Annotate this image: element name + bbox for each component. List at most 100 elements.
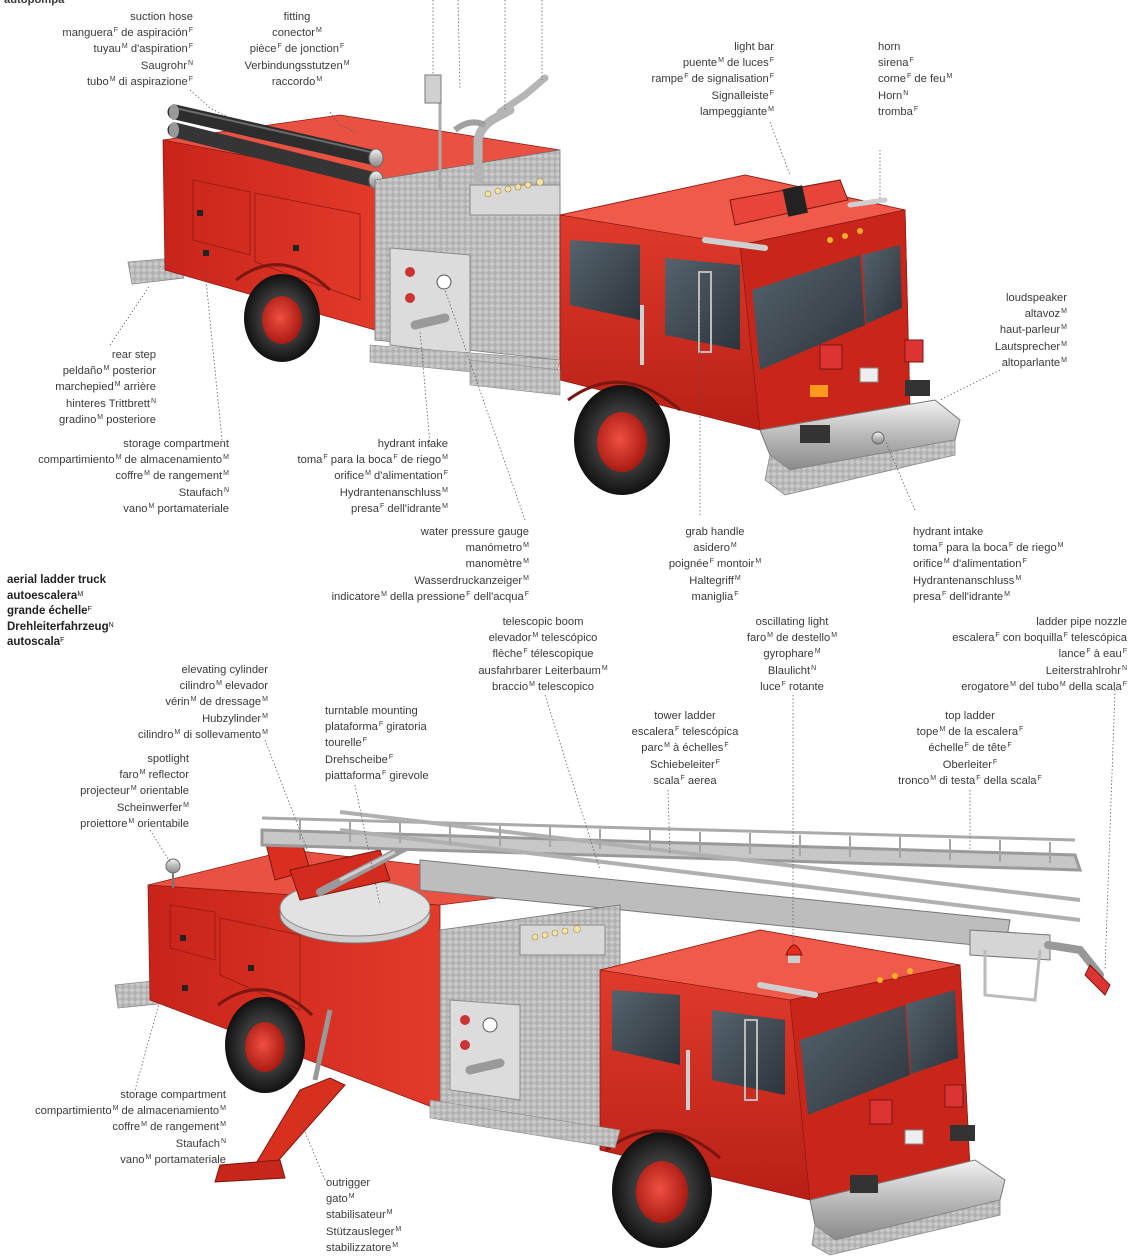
label-line: presaF dell'idranteM [913, 589, 1064, 605]
gender-marker: M [262, 713, 268, 720]
gender-marker: M [395, 1226, 401, 1233]
gender-marker: F [114, 27, 118, 34]
label-line: haut-parleurM [995, 322, 1067, 338]
label-line: DrehscheibeF [325, 752, 429, 768]
label-line: gyrophareM [722, 646, 862, 662]
label-line: HubzylinderM [138, 711, 268, 727]
gender-marker: F [681, 775, 685, 782]
gender-marker: N [109, 622, 114, 629]
gender-marker: M [442, 503, 448, 510]
gender-marker: F [444, 470, 448, 477]
gender-marker: N [903, 90, 908, 97]
gender-marker: F [996, 632, 1000, 639]
gender-marker: F [684, 73, 688, 80]
gender-marker: M [262, 696, 268, 703]
gender-marker: F [380, 503, 384, 510]
label-line: SchiebeleiterF [610, 757, 760, 773]
gender-marker: F [1086, 648, 1090, 655]
gender-marker: N [1122, 665, 1127, 672]
gender-marker: M [223, 470, 229, 477]
label-line: autoscalaF [7, 635, 114, 651]
label-line: grab handle [640, 524, 790, 540]
gender-marker: F [189, 76, 193, 83]
label-line: puenteM de lucesF [651, 55, 774, 71]
label-line: cilindroM di sollevamentoM [138, 727, 268, 743]
label-line: StaufachN [38, 485, 229, 501]
gender-marker: M [104, 365, 110, 372]
label-line: stabilizzatoreM [326, 1240, 401, 1256]
label-line: parcM à échellesF [610, 740, 760, 756]
label-line: rear step [55, 347, 156, 363]
label-line: light bar [651, 39, 774, 55]
gender-marker: M [718, 57, 724, 64]
gender-marker: F [710, 558, 714, 565]
gender-marker: M [220, 1121, 226, 1128]
label-line: spotlight [80, 751, 189, 767]
gender-marker: M [216, 680, 222, 687]
gender-marker: M [664, 742, 670, 749]
label-elevating-cylinder: elevating cylindercilindroM elevadorvéri… [138, 662, 268, 743]
gender-marker: F [993, 759, 997, 766]
gender-marker: M [768, 106, 774, 113]
gender-marker: M [1061, 341, 1067, 348]
gender-marker: F [965, 742, 969, 749]
gender-marker: N [221, 1138, 226, 1145]
gender-marker: F [675, 726, 679, 733]
gender-marker: M [442, 454, 448, 461]
gender-marker: M [140, 769, 146, 776]
gender-marker: F [189, 27, 193, 34]
gender-marker: F [60, 637, 64, 644]
gender-marker: F [277, 43, 281, 50]
label-line: StaufachN [35, 1136, 226, 1152]
label-line: manigliaF [640, 589, 790, 605]
label-line: tourelleF [325, 735, 429, 751]
gender-marker: F [782, 681, 786, 688]
label-line: tomaF para la bocaF de riegoM [913, 540, 1064, 556]
gender-marker: N [811, 665, 816, 672]
label-line: HaltegriffM [640, 573, 790, 589]
label-line: OberleiterF [880, 757, 1060, 773]
gender-marker: F [363, 737, 367, 744]
label-line: tuboM di aspirazioneF [62, 74, 193, 90]
label-line: telescopic boom [462, 614, 624, 630]
label-hydrant-intake: hydrant intaketomaF para la bocaF de rie… [297, 436, 448, 517]
gender-marker: M [831, 632, 837, 639]
label-line: corneF de feuM [878, 71, 952, 87]
label-line: aerial ladder truck [7, 573, 114, 589]
label-line: marchepiedM arrière [55, 379, 156, 395]
gender-marker: F [1007, 742, 1011, 749]
gender-marker: M [1015, 575, 1021, 582]
label-line: vanoM portamateriale [38, 501, 229, 517]
label-line: autoescaleraM [7, 589, 114, 605]
label-line: altavozM [995, 306, 1067, 322]
label-line: compartimientoM de almacenamientoM [35, 1103, 226, 1119]
aerial-ladder-truck-title: aerial ladder truckautoescaleraMgrande é… [7, 573, 114, 651]
label-line: SaugrohrN [62, 58, 193, 74]
gender-marker: M [767, 632, 773, 639]
label-line: BlaulichtN [722, 663, 862, 679]
label-line: HydrantenanschlussM [297, 485, 448, 501]
gender-marker: M [392, 1242, 398, 1249]
gender-marker: M [1061, 357, 1067, 364]
label-line: poignéeF montoirM [640, 556, 790, 572]
gender-marker: M [131, 785, 137, 792]
label-line: LeiterstrahlrohrN [952, 663, 1127, 679]
label-line: oscillating light [722, 614, 862, 630]
label-line: indicatoreM della pressioneF dell'acquaF [332, 589, 529, 605]
label-top-ladder: top laddertopeM de la escaleraFéchelleF … [880, 708, 1060, 789]
label-line: cilindroM elevador [138, 678, 268, 694]
label-water-pressure-gauge: water pressure gaugemanómetroMmanomètreM… [332, 524, 529, 605]
gender-marker: M [755, 558, 761, 565]
label-line: VerbindungsstutzenM [238, 58, 356, 74]
gender-marker: N [188, 60, 193, 67]
label-line: gradinoM posteriore [55, 412, 156, 428]
gender-marker: M [115, 381, 121, 388]
gender-marker: F [1009, 542, 1013, 549]
gender-marker: F [379, 721, 383, 728]
gender-marker: F [393, 454, 397, 461]
